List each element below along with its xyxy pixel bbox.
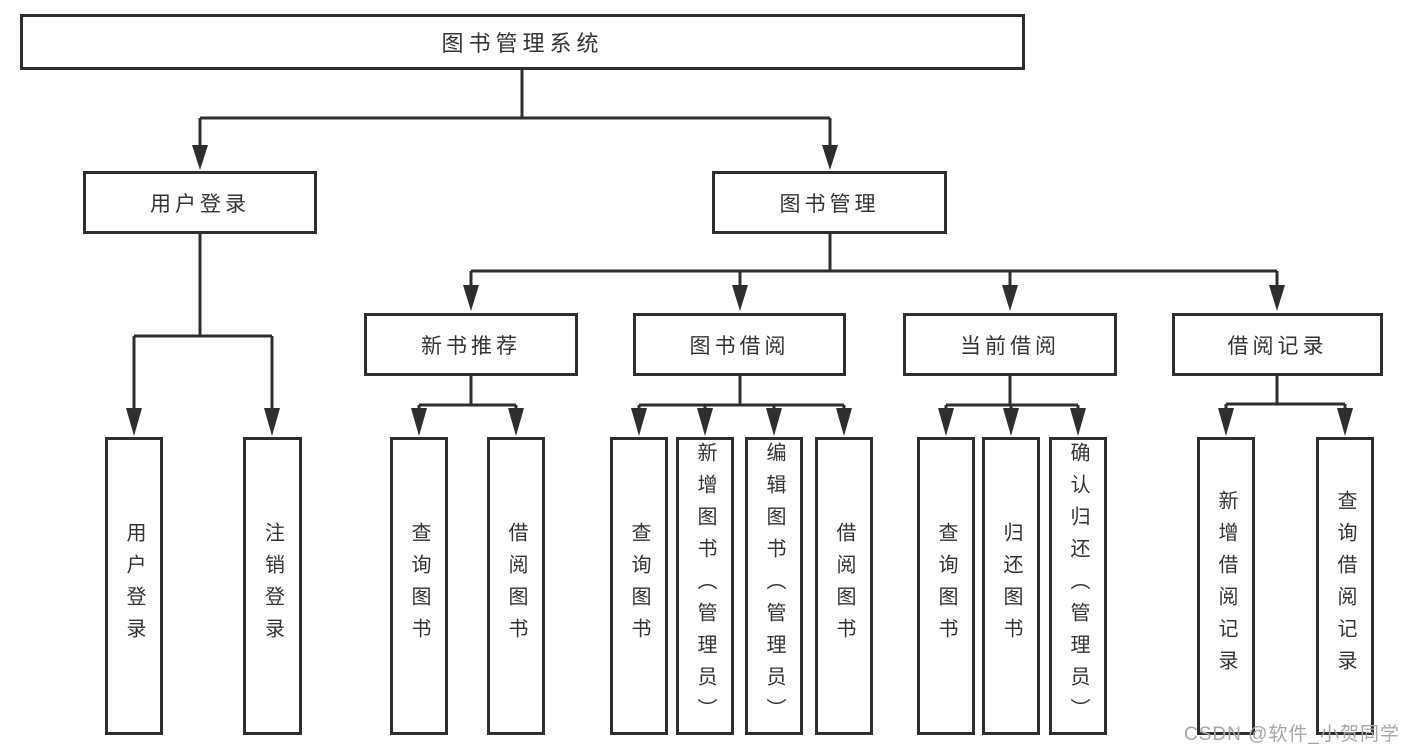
leaf-query-books-current: 查询图书	[917, 437, 975, 735]
leaf-edit-books-admin-label: 编辑图书（管理员）	[763, 442, 785, 730]
watermark: CSDN @软件_小贺同学	[1184, 724, 1400, 745]
leaf-borrow-books-recommend-label: 借阅图书	[505, 522, 527, 650]
leaf-add-books-admin: 新增图书（管理员）	[676, 437, 734, 735]
connector-root-to-level2	[192, 70, 838, 170]
leaf-user-login-label: 用户登录	[123, 522, 145, 650]
leaf-borrow-books-borrowing-label: 借阅图书	[833, 522, 855, 650]
leaf-borrow-books-borrowing: 借阅图书	[815, 437, 873, 735]
connector-current-borrowing-children	[938, 376, 1086, 436]
leaf-confirm-return-admin-label: 确认归还（管理员）	[1067, 442, 1089, 730]
connector-book-management-children	[463, 234, 1285, 311]
node-book-management: 图书管理	[712, 171, 947, 234]
leaf-return-books: 归还图书	[982, 437, 1040, 735]
leaf-return-books-label: 归还图书	[1000, 522, 1022, 650]
leaf-confirm-return-admin: 确认归还（管理员）	[1049, 437, 1107, 735]
leaf-query-books-borrowing: 查询图书	[610, 437, 668, 735]
leaf-logout-label: 注销登录	[261, 522, 284, 650]
leaf-add-books-admin-label: 新增图书（管理员）	[694, 442, 716, 730]
node-book-borrowing-label: 图书借阅	[689, 334, 790, 358]
connector-book-borrowing-children	[631, 376, 852, 436]
node-borrowing-records: 借阅记录	[1172, 313, 1383, 376]
leaf-add-borrow-record-label: 新增借阅记录	[1215, 490, 1237, 682]
connector-new-book-recommendation-children	[411, 376, 524, 436]
leaf-edit-books-admin: 编辑图书（管理员）	[745, 437, 803, 735]
node-user-login: 用户登录	[83, 171, 317, 234]
node-new-book-recommendation-label: 新书推荐	[421, 334, 521, 358]
node-book-borrowing: 图书借阅	[633, 313, 846, 376]
node-current-borrowing: 当前借阅	[903, 313, 1117, 376]
connector-borrowing-records-children	[1218, 376, 1353, 436]
node-borrowing-records-label: 借阅记录	[1227, 334, 1328, 358]
node-root-label: 图书管理系统	[441, 31, 604, 56]
leaf-query-borrow-record-label: 查询借阅记录	[1334, 490, 1356, 682]
leaf-query-books-borrowing-label: 查询图书	[628, 522, 650, 650]
node-current-borrowing-label: 当前借阅	[960, 334, 1060, 358]
leaf-logout: 注销登录	[243, 437, 302, 735]
node-new-book-recommendation: 新书推荐	[364, 313, 578, 376]
connector-user-login-children	[126, 234, 280, 436]
leaf-user-login: 用户登录	[105, 437, 163, 735]
node-root: 图书管理系统	[20, 14, 1025, 70]
leaf-add-borrow-record: 新增借阅记录	[1197, 437, 1255, 735]
node-book-management-label: 图书管理	[779, 192, 880, 216]
leaf-query-books-recommend: 查询图书	[390, 437, 448, 735]
leaf-query-books-current-label: 查询图书	[935, 522, 957, 650]
leaf-query-borrow-record: 查询借阅记录	[1316, 437, 1374, 735]
leaf-query-books-recommend-label: 查询图书	[408, 522, 430, 650]
leaf-borrow-books-recommend: 借阅图书	[487, 437, 545, 735]
node-user-login-label: 用户登录	[150, 192, 250, 216]
